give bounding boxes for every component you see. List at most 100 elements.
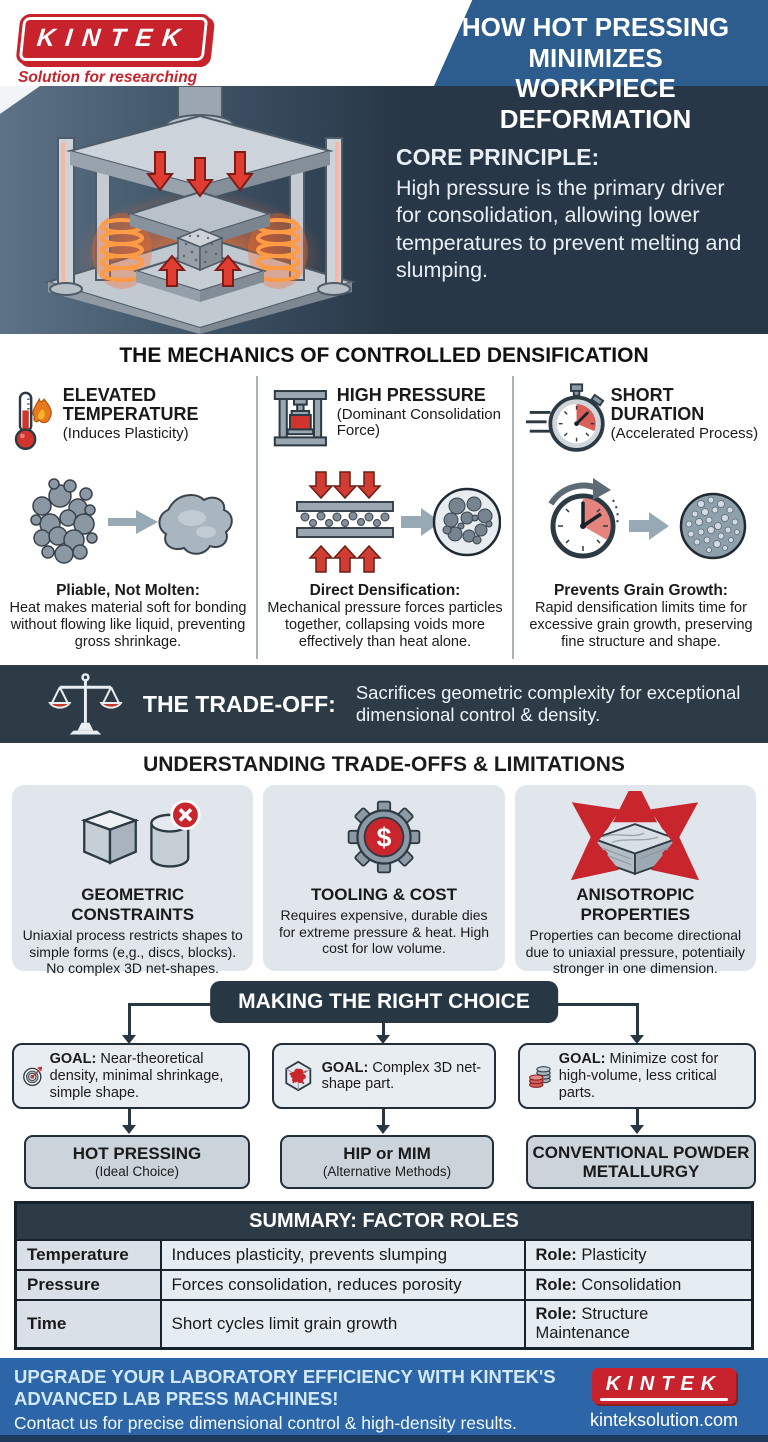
complex-cube-icon xyxy=(285,1061,312,1092)
caption-body: Heat makes material soft for bonding wit… xyxy=(9,600,247,651)
limitations-cards: GEOMETRIC CONSTRAINTS Uniaxial process r… xyxy=(0,785,768,976)
flow-connector xyxy=(128,1109,131,1126)
description-cell: Short cycles limit grain growth xyxy=(159,1299,526,1350)
caption-body: Mechanical pressure forces particles tog… xyxy=(267,600,503,651)
hero-section: CORE PRINCIPLE: High pressure is the pri… xyxy=(0,86,768,334)
coins-icon xyxy=(529,1066,551,1089)
summary-title: SUMMARY: FACTOR ROLES xyxy=(15,1202,753,1241)
description-cell: Forces consolidation, reduces porosity xyxy=(159,1269,526,1302)
caption-title: Prevents Grain Growth: xyxy=(553,582,728,599)
table-row: Time Short cycles limit grain growth Rol… xyxy=(14,1299,754,1350)
caption-title: Direct Densification: xyxy=(309,582,461,599)
column-heading: ELEVATED TEMPERATURE xyxy=(62,385,199,424)
footer-line2: ADVANCED LAB PRESS MACHINES! xyxy=(14,1388,339,1410)
table-row: Temperature Induces plasticity, prevents… xyxy=(14,1239,754,1272)
core-principle-heading: CORE PRINCIPLE: xyxy=(396,144,600,170)
card-heading: GEOMETRIC CONSTRAINTS xyxy=(71,885,195,925)
mechanics-column-temperature: ELEVATED TEMPERATURE (Induces Plasticity… xyxy=(0,376,256,659)
table-row: Pressure Forces consolidation, reduces p… xyxy=(14,1269,754,1302)
mechanics-column-pressure: HIGH PRESSURE (Dominant Consolidation Fo… xyxy=(255,376,512,660)
core-principle-body: High pressure is the primary driver for … xyxy=(396,176,742,282)
choice-title: MAKING THE RIGHT CHOICE xyxy=(210,981,558,1024)
card-geometric-constraints: GEOMETRIC CONSTRAINTS Uniaxial process r… xyxy=(12,785,254,976)
kintek-logo-box: KINTEK xyxy=(15,14,212,64)
balance-scale-icon xyxy=(48,673,123,735)
summary-table: SUMMARY: FACTOR ROLES Temperature Induce… xyxy=(14,1201,754,1351)
cube-cylinder-x-icon xyxy=(80,800,201,868)
footer: UPGRADE YOUR LABORATORY EFFICIENCY WITH … xyxy=(0,1358,768,1442)
mechanics-column-duration: SHORT DURATION (Accelerated Process) xyxy=(511,376,768,660)
arrow-down-icon xyxy=(122,1125,136,1135)
flow-connector xyxy=(636,1003,639,1038)
logo-tagline: Solution for researching xyxy=(18,69,198,86)
anisotropic-block-icon xyxy=(571,791,700,881)
goal-box-cost: GOAL: Minimize cost for high-volume, les… xyxy=(518,1043,756,1110)
mechanics-title: THE MECHANICS OF CONTROLLED DENSIFICATIO… xyxy=(119,344,649,367)
result-conventional-pm: CONVENTIONAL POWDER METALLURGY xyxy=(526,1135,756,1190)
card-tooling-cost: $ TOOLING & COST Requires expensive, dur… xyxy=(263,785,505,972)
footer-cta: UPGRADE YOUR LABORATORY EFFICIENCY WITH … xyxy=(14,1366,574,1442)
page-title: HOW HOT PRESSING MINIMIZES WORKPIECE DEF… xyxy=(433,12,758,135)
goal-text: GOAL: Minimize cost for high-volume, les… xyxy=(558,1051,719,1101)
footer-website[interactable]: kinteksolution.com xyxy=(589,1410,739,1431)
flow-connector xyxy=(128,1003,131,1038)
column-heading: SHORT DURATION xyxy=(610,385,705,424)
svg-text:$: $ xyxy=(377,823,392,853)
arrow-down-icon xyxy=(630,1125,644,1135)
tradeoff-text: Sacrifices geometric complexity for exce… xyxy=(355,681,741,726)
limitations-title: UNDERSTANDING TRADE-OFFS & LIMITATIONS xyxy=(143,753,625,777)
hot-press-illustration xyxy=(0,86,400,334)
arrow-down-icon xyxy=(122,1035,136,1045)
role-cell: Role: Consolidation xyxy=(523,1269,754,1302)
goal-text: GOAL: Near-theoretical density, minimal … xyxy=(49,1051,224,1101)
card-anisotropic: ANISOTROPIC PROPERTIES Properties can be… xyxy=(514,785,756,976)
goal-box-complex: GOAL: Complex 3D net-shape part. xyxy=(272,1043,496,1110)
column-heading: HIGH PRESSURE xyxy=(336,385,486,405)
page-title-line2: WORKPIECE DEFORMATION xyxy=(499,73,692,135)
column-subheading: (Dominant Consolidation Force) xyxy=(336,405,501,440)
caption-title: Pliable, Not Molten: xyxy=(56,582,200,599)
arrow-down-icon xyxy=(376,1125,390,1135)
factor-cell: Pressure xyxy=(14,1269,162,1302)
factor-cell: Temperature xyxy=(14,1239,162,1272)
result-hot-pressing: HOT PRESSING (Ideal Choice) xyxy=(24,1135,250,1190)
kintek-logo: KINTEK Solution for researching xyxy=(15,14,212,87)
description-cell: Induces plasticity, prevents slumping xyxy=(159,1239,526,1272)
role-cell: Role: Plasticity xyxy=(523,1239,754,1272)
footer-brand: KINTEK kinteksolution.com xyxy=(574,1366,754,1442)
result-hip-mim: HIP or MIM (Alternative Methods) xyxy=(280,1135,494,1190)
goal-box-density: GOAL: Near-theoretical density, minimal … xyxy=(12,1043,250,1110)
stopwatch-icon xyxy=(525,383,605,452)
press-icon xyxy=(273,390,327,447)
card-body: Uniaxial process restricts shapes to sim… xyxy=(22,927,243,977)
thermometer-flame-icon xyxy=(14,391,52,450)
role-cell: Role: Structure Maintenance xyxy=(523,1299,754,1350)
header: KINTEK Solution for researching HOW HOT … xyxy=(0,0,768,134)
header-banner xyxy=(433,0,768,86)
flow-connector xyxy=(382,1109,385,1126)
card-heading: TOOLING & COST xyxy=(310,885,458,905)
clock-to-grains-illustration xyxy=(548,478,747,560)
kintek-logo-text: KINTEK xyxy=(35,24,192,52)
factor-cell: Time xyxy=(14,1299,162,1350)
core-principle: CORE PRINCIPLE: High pressure is the pri… xyxy=(396,144,746,284)
card-body: Requires expensive, durable dies for ext… xyxy=(278,907,490,957)
kintek-footer-logo: KINTEK xyxy=(591,1368,737,1405)
footer-line3: Contact us for precise dimensional contr… xyxy=(14,1412,517,1433)
footer-line1: UPGRADE YOUR LABORATORY EFFICIENCY WITH … xyxy=(14,1366,556,1388)
arrow-down-icon xyxy=(630,1035,644,1045)
arrow-down-icon xyxy=(376,1035,390,1045)
goal-text: GOAL: Complex 3D net-shape part. xyxy=(321,1059,482,1093)
tradeoff-banner: THE TRADE-OFF: Sacrifices geometric comp… xyxy=(0,665,768,744)
flow-connector xyxy=(636,1109,639,1126)
particles-to-blob-illustration xyxy=(30,478,233,564)
gear-dollar-icon: $ xyxy=(347,801,421,874)
tradeoff-label: THE TRADE-OFF: xyxy=(142,690,336,717)
kintek-footer-logo-text: KINTEK xyxy=(605,1373,723,1396)
card-heading: ANISOTROPIC PROPERTIES xyxy=(576,885,695,925)
card-body: Properties can become directional due to… xyxy=(525,927,746,977)
target-icon xyxy=(23,1066,43,1087)
column-subheading: (Induces Plasticity) xyxy=(62,424,189,442)
column-subheading: (Accelerated Process) xyxy=(610,424,759,442)
caption-body: Rapid densification limits time for exce… xyxy=(529,600,753,651)
